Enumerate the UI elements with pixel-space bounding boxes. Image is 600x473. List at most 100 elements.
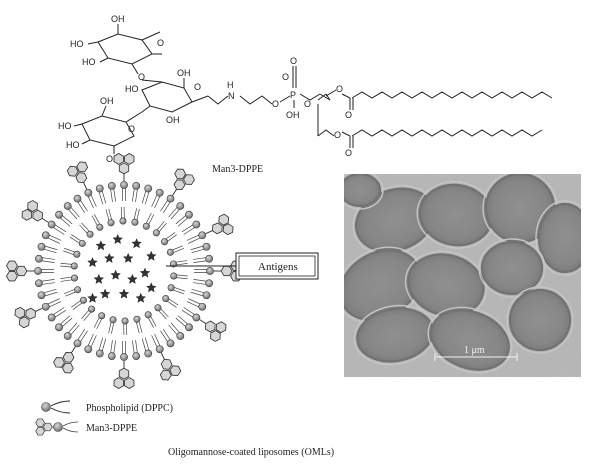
mannose-hexagon [160,358,173,370]
outer-lipid-head [41,302,50,311]
mannose-hexagon [124,377,135,389]
outer-lipid-head [166,194,175,203]
atom-oh: OH [177,68,191,78]
outer-lipid-head [202,242,211,251]
outer-lipid-head [55,210,63,219]
legend-phospholipid-symbol [41,400,71,414]
atom-o: O [345,148,352,158]
inner-lipid-head [142,222,150,230]
atom-ho: HO [82,57,96,67]
outer-lipid-head [132,181,141,190]
outer-lipid-head [84,188,93,197]
man3-sugar-cluster [113,153,135,181]
atom-oh: OH [111,14,125,24]
atom-o: O [345,110,352,120]
inner-lipid-head [74,286,82,294]
inner-lipid-head [154,304,162,312]
mannose-hexagon [220,265,233,277]
antigen-star [118,288,130,299]
antigen-star [87,257,98,268]
mannose-hexagon [118,162,130,175]
mannose-hexagon [210,330,221,342]
mannose-ring-bottom [73,105,143,154]
inner-lipid-head [133,315,141,323]
outer-lipid-head [202,291,211,300]
atom-o: O [128,124,135,134]
outer-lipid-head [144,184,153,193]
atom-o: O [334,130,341,140]
outer-lipid-head [84,345,93,354]
outer-lipid-head [155,345,164,354]
mannose-hexagon [6,260,18,271]
outer-lipid-head [47,313,56,322]
outer-lipid-head [155,188,164,197]
atom-o: O [157,38,164,48]
atom-ho: HO [70,39,84,49]
liposome-diagram [6,153,242,389]
antigen-star [112,233,123,244]
mannose-hexagon [35,427,45,436]
antigens-callout: Antigens [166,252,319,280]
atom-oh: OH [166,115,180,125]
outer-lipid-head [47,220,56,229]
inner-lipid-head [166,248,174,256]
atom-o: O [336,84,343,94]
sugar-linker [199,319,207,325]
inner-lipid-head [107,219,115,227]
outer-lipid-head [198,231,207,240]
mannose-hexagon [42,422,53,432]
man3-sugar-cluster [199,319,227,342]
outer-lipid-head [176,332,185,340]
mannose-hexagon [174,168,187,180]
mannose-hexagon [183,174,195,185]
legend-man3-symbol [35,418,79,436]
sugar-linker [83,182,88,190]
outer-lipid-head [206,267,214,275]
legend-phospholipid-label: Phospholipid (DPPC) [86,403,173,414]
legend: Phospholipid (DPPC) Man3-DPPE [35,400,173,436]
antigen-star [127,273,138,284]
inner-lipid-head [88,305,96,313]
atom-o: O [290,56,297,66]
mannose-ring-middle [141,78,209,113]
atom-p: P [290,90,296,100]
outer-lipid-head [95,184,104,193]
inner-lipid-head [96,223,104,231]
mannose-hexagon [66,165,79,177]
mannose-hexagon [6,271,18,282]
inner-lipid-head [86,230,94,238]
mannose-hexagon [32,209,43,222]
mannose-hexagon [18,316,30,329]
outer-lipid-head [55,323,63,332]
mannose-hexagon [222,223,234,236]
mannose-hexagon [76,161,89,173]
mannose-hexagon [169,365,182,377]
mannose-hexagon [211,222,223,235]
outer-lipid-head [34,279,43,288]
man3-sugar-cluster [21,200,49,223]
mannose-hexagon [21,208,33,221]
mannose-hexagon [62,352,75,363]
antigen-star [93,273,105,284]
structure-caption: Man3-DPPE [212,164,263,175]
mannose-hexagon [113,377,124,389]
antigen-star [99,288,111,299]
inner-lipid-head [131,218,139,226]
outer-lipid-head [205,254,214,263]
antigen-star [135,292,147,303]
outer-lipid-head [63,332,72,340]
inner-lipid-head [79,296,87,304]
antigen-star [131,238,142,249]
inner-lipid-head [144,311,152,319]
atom-ho: HO [58,121,72,131]
outer-lipid-head [205,279,214,288]
inner-lipid-head [167,284,175,292]
figure-caption: Oligomannose-coated liposomes (OMLs) [168,447,334,458]
mannose-hexagon [35,418,45,427]
outer-lipid-head [34,267,42,275]
legend-man3-tail [62,421,79,433]
outer-lipid-head [166,339,175,348]
outer-lipid-head [198,302,207,311]
outer-lipid-head [73,194,82,203]
inner-lipid-head [152,229,160,237]
